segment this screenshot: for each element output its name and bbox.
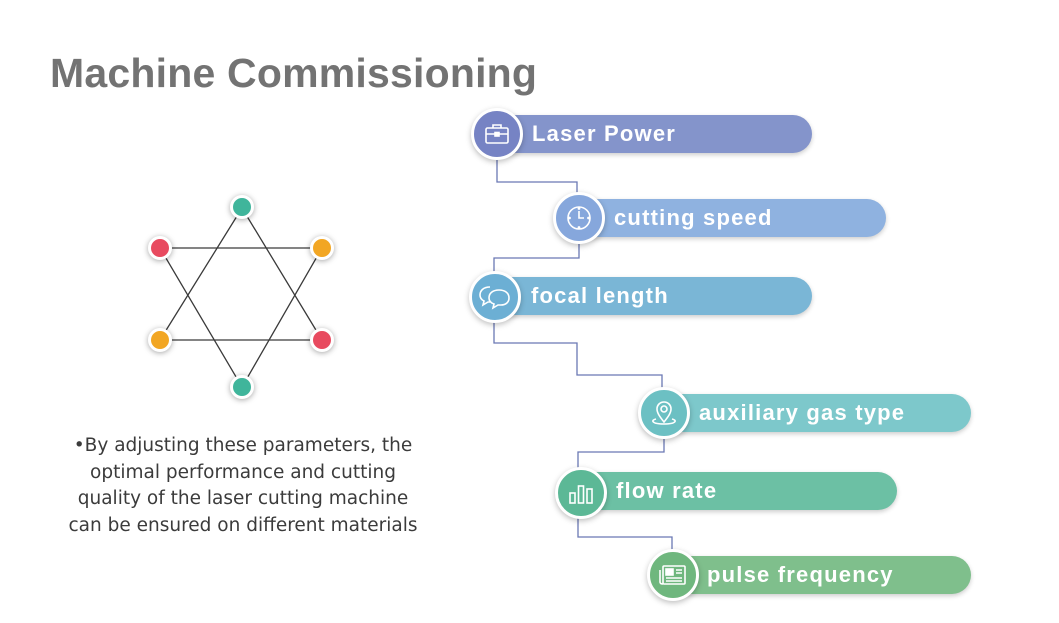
- hexagram-diagram: [148, 195, 334, 399]
- connector-line: [493, 318, 663, 390]
- chat-bubbles-icon: [479, 286, 510, 310]
- clock-icon: [567, 206, 591, 230]
- hexagram-triangle-down: [158, 247, 324, 389]
- parameter-pill-cutting-speed: cutting speed: [558, 199, 886, 237]
- parameter-label: Laser Power: [532, 121, 677, 146]
- parameter-badge: [638, 387, 690, 439]
- parameter-pill-flow-rate: flow rate: [558, 472, 897, 510]
- connector-line: [577, 436, 665, 468]
- parameter-badge: [471, 108, 523, 160]
- parameter-label: pulse frequency: [707, 562, 894, 587]
- parameter-label: auxiliary gas type: [699, 400, 906, 425]
- parameter-pill-auxiliary-gas-type: auxiliary gas type: [641, 394, 971, 432]
- hexagram-node-bottom: [230, 375, 254, 399]
- hexagram-lines: [158, 206, 324, 389]
- hexagram-node-lower-left: [148, 328, 172, 352]
- parameter-label: cutting speed: [614, 205, 773, 230]
- slide-title: Machine Commissioning: [50, 50, 538, 96]
- caption-line: quality of the laser cutting machine: [77, 488, 409, 509]
- connector-line: [493, 240, 580, 273]
- connector-line: [496, 155, 578, 194]
- bar-chart-icon: [569, 485, 593, 504]
- parameter-label: focal length: [531, 283, 669, 308]
- toolbox-icon: [485, 124, 509, 144]
- parameter-label: flow rate: [616, 478, 718, 503]
- parameter-badge: [553, 192, 605, 244]
- connector-line: [577, 514, 673, 550]
- parameter-badge: [647, 549, 699, 601]
- caption: •By adjusting these parameters, the opti…: [38, 433, 448, 539]
- caption-line: •By adjusting these parameters, the: [73, 435, 413, 456]
- hexagram-node-upper-left: [148, 236, 172, 260]
- parameter-badge: [555, 467, 607, 519]
- parameter-badge: [469, 271, 521, 323]
- parameter-pill-laser-power: Laser Power: [474, 115, 812, 153]
- location-pin-icon: [652, 401, 676, 425]
- hexagram-node-upper-right: [310, 236, 334, 260]
- parameter-pill-pulse-frequency: pulse frequency: [651, 556, 971, 594]
- newspaper-icon: [659, 565, 686, 585]
- hexagram-node-top: [230, 195, 254, 219]
- hexagram-node-lower-right: [310, 328, 334, 352]
- hexagram-triangle-up: [158, 206, 324, 341]
- parameter-pill-focal-length: focal length: [474, 277, 812, 315]
- caption-line: can be ensured on different materials: [68, 514, 418, 536]
- caption-line: optimal performance and cutting: [90, 461, 396, 483]
